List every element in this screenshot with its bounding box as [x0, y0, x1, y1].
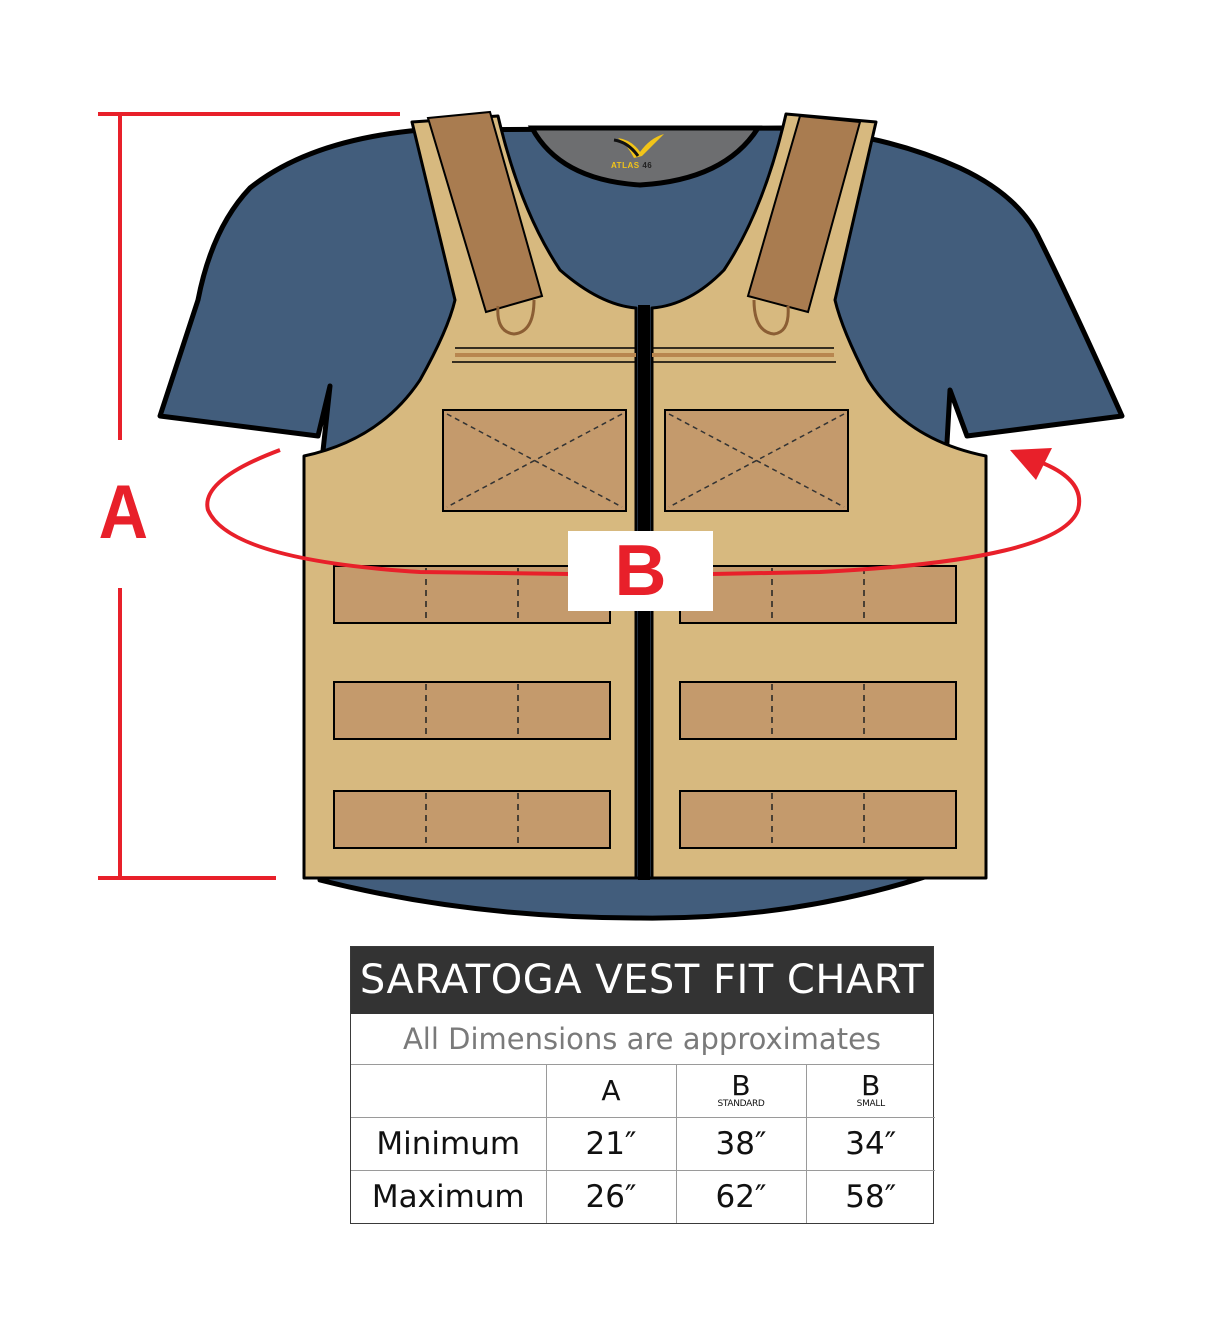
- vest-on-shirt-drawing: [98, 110, 1125, 921]
- header-empty-cell: [351, 1065, 547, 1118]
- row-label: Maximum: [351, 1170, 547, 1223]
- fit-chart-subtitle: All Dimensions are approximates: [351, 1014, 933, 1065]
- cell-b-small: 58″: [805, 1170, 935, 1223]
- cell-b-standard: 38″: [675, 1117, 807, 1171]
- header-a: A: [545, 1065, 677, 1118]
- row-label: Minimum: [351, 1117, 547, 1171]
- fit-chart-title: SARATOGA VEST FIT CHART: [351, 947, 933, 1014]
- left-chest-pouch: [442, 409, 627, 512]
- right-shoulder-strap: [746, 114, 862, 314]
- dimension-b-arrowhead: [1010, 448, 1052, 480]
- right-d-ring: [752, 299, 790, 336]
- dimension-b-label-box: B: [568, 531, 713, 611]
- table-row-maximum: Maximum 26″ 62″ 58″: [351, 1170, 935, 1223]
- cell-a: 21″: [545, 1117, 677, 1171]
- table-row-minimum: Minimum 21″ 38″ 34″: [351, 1117, 935, 1171]
- dimension-a-label: A: [98, 470, 149, 555]
- cell-b-small: 34″: [805, 1117, 935, 1171]
- cell-b-standard: 62″: [675, 1170, 807, 1223]
- dimension-a-line: [98, 112, 400, 880]
- brand-logo-text: ATLAS 46: [611, 161, 653, 170]
- right-chest-pouch: [664, 409, 849, 512]
- brand-logo-icon: [618, 134, 664, 158]
- dimension-b-loop: [205, 448, 1082, 576]
- dimension-b-label: B: [614, 531, 667, 611]
- vest-fit-illustration: ATLAS 46 A B: [98, 110, 1125, 921]
- cell-a: 26″: [545, 1170, 677, 1223]
- left-shoulder-strap: [426, 110, 544, 314]
- left-d-ring: [496, 299, 536, 336]
- collar: [527, 125, 763, 188]
- fit-chart: SARATOGA VEST FIT CHART All Dimensions a…: [350, 946, 935, 1224]
- chest-band: [452, 347, 836, 363]
